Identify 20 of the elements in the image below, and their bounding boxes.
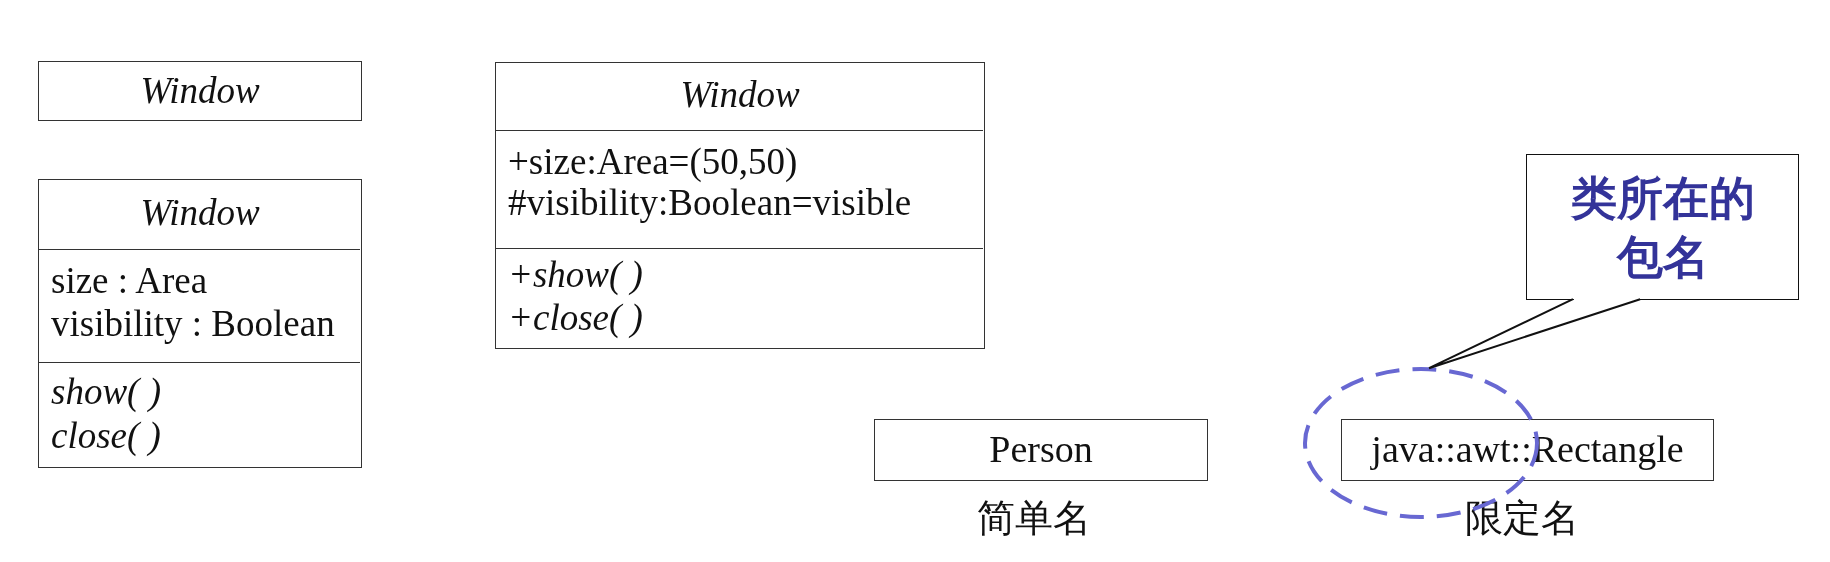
attribute-text: #visibility:Boolean=visible (508, 181, 912, 223)
callout-box (1526, 154, 1799, 300)
attribute-text: visibility : Boolean (51, 301, 335, 345)
class-name: Window (139, 69, 261, 113)
class-name: Person (988, 427, 1094, 472)
class-box (495, 62, 985, 349)
class-box (38, 179, 362, 468)
operation-text: +close( ) (508, 295, 643, 339)
class-box (874, 419, 1208, 481)
callout-pointer (1428, 298, 1642, 370)
attribute-text: +size:Area=(50,50) (508, 140, 798, 182)
class-name: Window (139, 191, 261, 235)
class-name: Window (679, 73, 801, 117)
class-box (38, 61, 362, 121)
operation-text: show( ) (51, 369, 161, 414)
attribute-text: size : Area (51, 258, 208, 302)
operation-text: +show( ) (508, 252, 643, 296)
operation-text: close( ) (51, 413, 161, 458)
name-caption: 简单名 (977, 495, 1091, 541)
callout-text: 类所在的包名 (1569, 170, 1756, 286)
